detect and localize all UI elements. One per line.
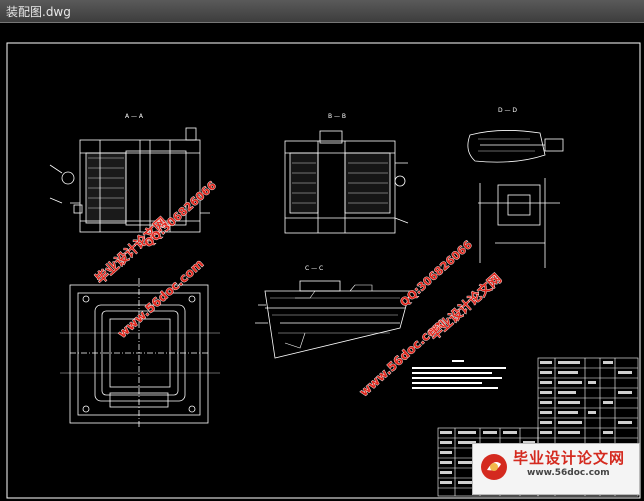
watermark-site-right: 毕业设计论文网 xyxy=(426,271,504,344)
watermark-qq-left: QQ:306826066 xyxy=(142,179,219,250)
technical-notes xyxy=(412,360,506,389)
cad-drawing: A — A B — B xyxy=(6,42,641,499)
drawing-frame xyxy=(6,42,641,499)
view-label-aa: A — A xyxy=(125,113,144,120)
footer-title: 毕业设计论文网 xyxy=(513,449,626,467)
section-view-cc xyxy=(255,280,411,359)
view-label-cc: C — C xyxy=(305,265,323,272)
site-footer-banner[interactable]: 毕业设计论文网 www.56doc.com xyxy=(472,443,640,495)
section-view-bb xyxy=(284,130,409,234)
section-view-dd xyxy=(467,130,564,268)
section-view-aa xyxy=(49,127,210,233)
window-title: 装配图.dwg xyxy=(6,5,71,19)
view-label-dd: D — D xyxy=(498,107,517,114)
view-label-bb: B — B xyxy=(328,113,346,120)
site-logo-icon xyxy=(481,454,507,480)
footer-url[interactable]: www.56doc.com xyxy=(527,468,610,478)
watermark-url-left: www.56doc.com xyxy=(115,257,206,341)
plan-view-top xyxy=(60,278,220,428)
drawing-canvas[interactable]: A — A B — B xyxy=(0,23,644,501)
window-titlebar: 装配图.dwg xyxy=(0,0,644,23)
